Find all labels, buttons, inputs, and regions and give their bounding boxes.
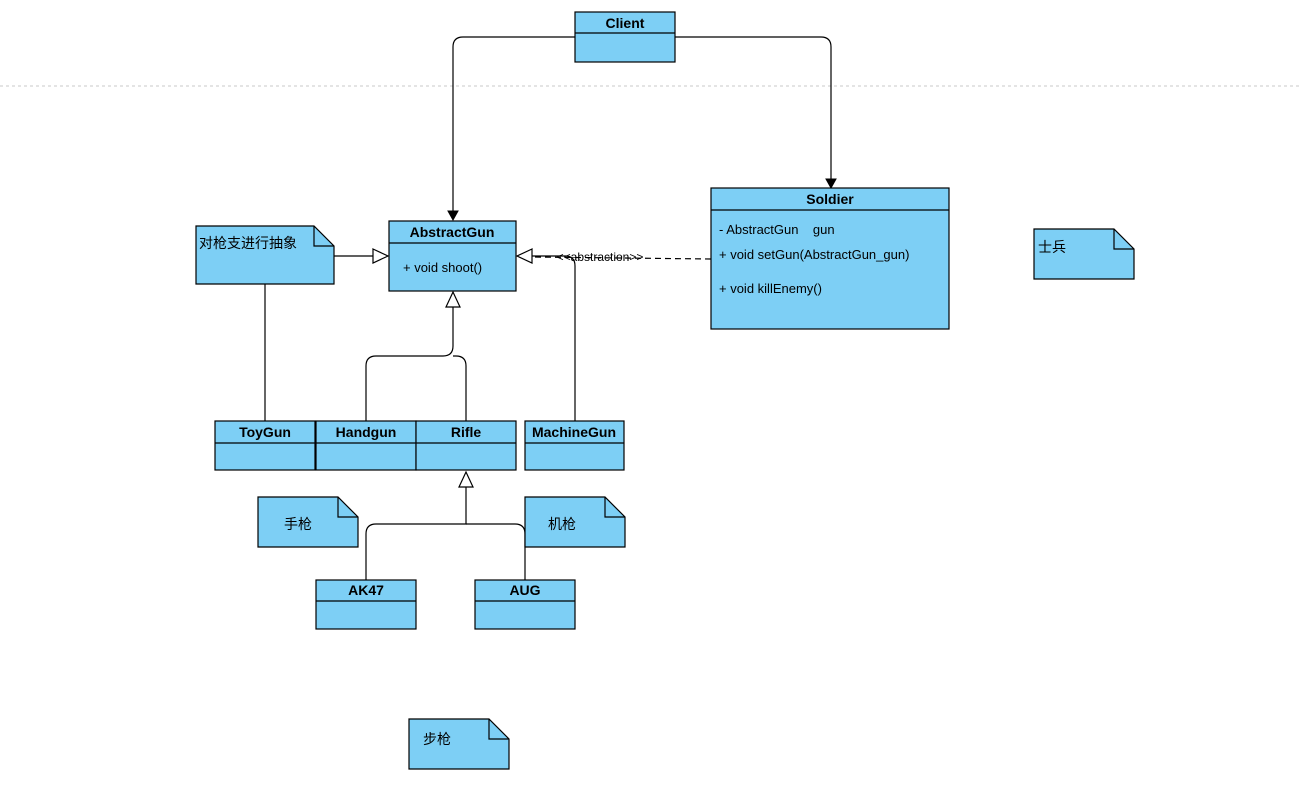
ak47-generalization-line[interactable] <box>365 487 467 580</box>
aug-generalization-line[interactable] <box>466 523 526 580</box>
class-ak47[interactable]: AK47 <box>315 579 417 630</box>
class-handgun[interactable]: Handgun <box>315 420 417 471</box>
class-client[interactable]: Client <box>574 11 676 63</box>
class-machinegun-name: MachineGun <box>532 424 616 440</box>
class-abstractgun[interactable]: AbstractGun + void shoot() <box>388 220 517 292</box>
abstractgun-method-shoot: + void shoot() <box>403 260 482 275</box>
class-toygun[interactable]: ToyGun <box>214 420 316 471</box>
note-rifle-text: 步枪 <box>423 731 451 747</box>
note-soldier[interactable]: 士兵 <box>1033 228 1135 280</box>
note-machinegun-text: 机枪 <box>548 516 576 532</box>
abstractgun-generalization-triangle <box>445 290 461 308</box>
class-machinegun[interactable]: MachineGun <box>524 420 625 471</box>
client-to-soldier-association[interactable] <box>675 36 832 180</box>
class-aug[interactable]: AUG <box>474 579 576 630</box>
client-to-abstractgun-arrowhead <box>447 210 459 222</box>
note-handgun-text: 手枪 <box>284 516 312 532</box>
note-soldier-text: 士兵 <box>1038 239 1066 255</box>
client-to-abstractgun-association[interactable] <box>452 36 575 212</box>
note-handgun[interactable]: 手枪 <box>257 496 359 548</box>
rifle-generalization-line[interactable] <box>453 355 467 421</box>
class-ak47-name: AK47 <box>348 582 384 598</box>
class-rifle[interactable]: Rifle <box>415 420 517 471</box>
dependency-stereotype-label: <<abstraction>> <box>557 250 644 264</box>
rifle-generalization-triangle <box>458 470 474 488</box>
soldier-attribute-gun: - AbstractGun gun <box>719 222 835 237</box>
class-client-name: Client <box>606 15 645 31</box>
note-abstract[interactable]: 对枪支进行抽象 <box>195 225 335 285</box>
client-to-soldier-arrowhead <box>825 178 837 190</box>
class-soldier[interactable]: Soldier - AbstractGun gun + void setGun(… <box>710 187 950 330</box>
soldier-method-killenemy: + void killEnemy() <box>719 281 822 296</box>
class-toygun-name: ToyGun <box>239 424 291 440</box>
note-rifle[interactable]: 步枪 <box>408 718 510 770</box>
class-rifle-name: Rifle <box>451 424 482 440</box>
class-abstractgun-name: AbstractGun <box>410 224 495 240</box>
toygun-generalization-triangle <box>372 248 390 264</box>
class-handgun-name: Handgun <box>336 424 397 440</box>
machinegun-generalization-triangle <box>515 248 533 264</box>
machinegun-generalization-line[interactable] <box>532 255 576 421</box>
class-aug-name: AUG <box>509 582 540 598</box>
handgun-generalization-line[interactable] <box>365 307 454 421</box>
note-abstract-text: 对枪支进行抽象 <box>199 235 297 251</box>
soldier-method-setgun: + void setGun(AbstractGun_gun) <box>719 247 909 262</box>
class-soldier-name: Soldier <box>806 191 854 207</box>
note-machinegun[interactable]: 机枪 <box>524 496 626 548</box>
